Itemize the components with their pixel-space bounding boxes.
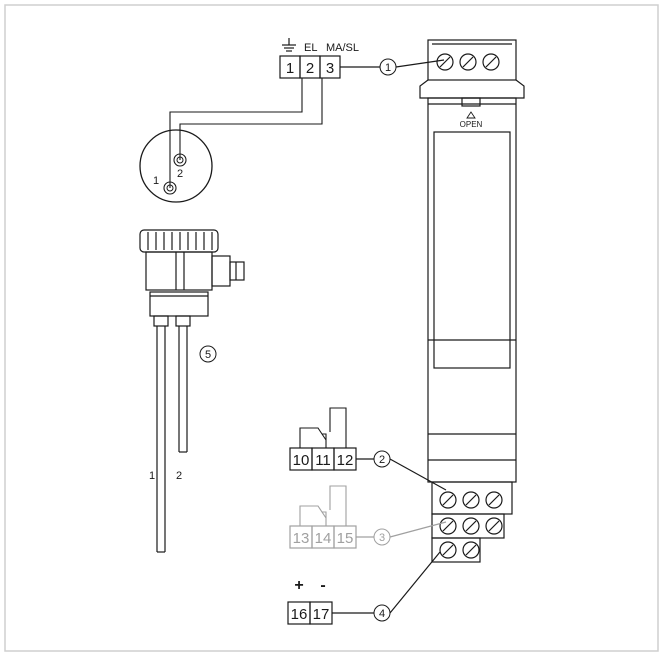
power-terminal-16: 16 (291, 606, 308, 623)
open-label: OPEN (460, 120, 483, 129)
probe-housing (139, 229, 245, 327)
callout-5-circle (199, 345, 217, 363)
label-ma-sl: MA/SL (326, 42, 359, 54)
power-plus: + (294, 577, 303, 594)
relay-1-symbol (299, 407, 347, 448)
terminal-label-3: 3 (326, 60, 334, 77)
frame (4, 4, 659, 652)
relay1-screws (439, 491, 503, 509)
sensor-wires (169, 78, 323, 188)
terminal-label-2: 2 (306, 60, 314, 77)
ground-icon (282, 38, 296, 52)
power-minus: - (320, 577, 325, 594)
relay-2-symbol (299, 485, 347, 526)
connector-pin-1 (163, 181, 177, 195)
top-screws (436, 53, 500, 71)
rod-2-label: 2 (176, 470, 182, 482)
callout-1-number: 1 (385, 62, 391, 74)
terminal-label-1: 1 (286, 60, 294, 77)
relay-1-terminal-12: 12 (337, 452, 354, 469)
din-module (419, 39, 525, 563)
relay-1-terminal-11: 11 (315, 452, 331, 469)
relay2-screws (439, 517, 503, 535)
relay-1-terminal-10: 10 (293, 452, 310, 469)
relay-2-terminal-13: 13 (293, 530, 310, 547)
probe-rods (156, 326, 188, 553)
callout-4-number: 4 (379, 608, 385, 620)
rod-1-label: 1 (149, 470, 155, 482)
callout-5-number: 5 (205, 349, 211, 361)
power-terminal-17: 17 (313, 606, 330, 623)
connector-face (139, 129, 213, 203)
callout-3-number: 3 (379, 532, 385, 544)
connector-pin-1-label: 1 (153, 175, 159, 187)
label-el: EL (304, 42, 317, 54)
connector-pin-2 (173, 153, 187, 167)
relay-2-terminal-14: 14 (315, 530, 332, 547)
callout-2-number: 2 (379, 454, 385, 466)
power-screws (439, 541, 480, 559)
connector-pin-2-label: 2 (177, 168, 183, 180)
relay-2-terminal-15: 15 (337, 530, 354, 547)
